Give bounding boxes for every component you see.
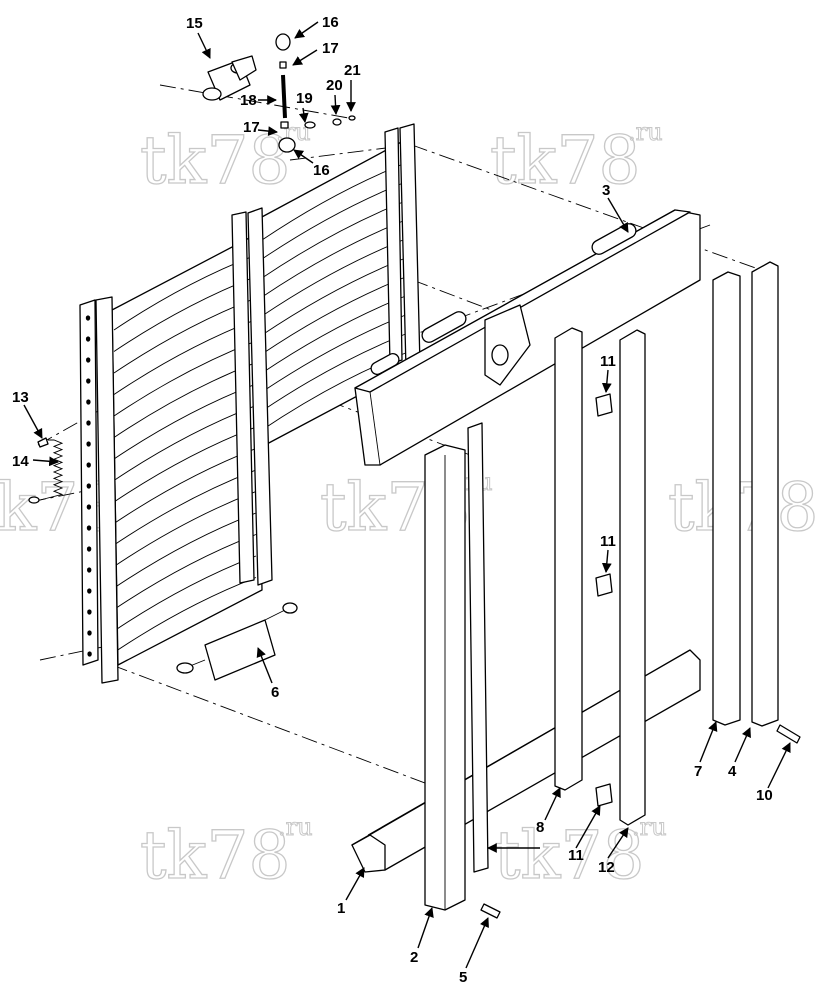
post-7	[712, 271, 741, 726]
svg-text:.ru: .ru	[278, 813, 313, 841]
post-12	[619, 329, 646, 826]
callout-7: 7	[694, 763, 702, 780]
callout-21: 21	[344, 62, 361, 79]
nut-17-bottom	[280, 121, 289, 129]
nut-17-top	[279, 61, 287, 69]
callout-arrows	[23, 21, 791, 969]
callout-11-lower: 11	[568, 847, 584, 864]
center-divider-flange	[231, 211, 255, 584]
watermark-bottom-left: tk78 .ru	[139, 813, 313, 895]
linkage-assembly	[202, 33, 356, 153]
post-4	[751, 261, 779, 727]
right-end-flange	[384, 127, 403, 365]
callout-11-middle: 11	[600, 533, 616, 550]
callout-12: 12	[598, 859, 615, 876]
bolts	[480, 724, 801, 919]
callout-16-bottom: 16	[313, 162, 330, 179]
washer-20	[332, 118, 342, 126]
callout-17-bottom: 17	[243, 119, 260, 136]
rod-end-16-top	[275, 33, 291, 51]
pin-13	[37, 437, 49, 448]
pin-21	[348, 115, 356, 121]
bolt-10	[776, 724, 801, 744]
callout-14: 14	[12, 453, 29, 470]
side-posts	[554, 327, 646, 826]
callout-20: 20	[326, 77, 343, 94]
svg-text:tk78: tk78	[140, 122, 291, 199]
callout-labels: 15 16 17 18 19 20 21 17 16 3 13 14 6 11 …	[12, 14, 773, 986]
callout-13: 13	[12, 389, 29, 406]
left-end-plate	[79, 299, 99, 666]
callout-11-upper: 11	[600, 353, 616, 370]
callout-1: 1	[337, 900, 345, 917]
callout-3: 3	[602, 182, 610, 199]
callout-4: 4	[728, 763, 737, 780]
callout-17-top: 17	[322, 40, 339, 57]
clips-11	[595, 393, 613, 807]
left-rail-holes	[85, 315, 92, 657]
watermark-mid-right: tk78	[667, 468, 819, 546]
rod-end-16-bottom	[278, 137, 296, 153]
watermark-top-left: tk78 .ru	[139, 118, 311, 200]
actuator-fitting	[202, 87, 222, 101]
svg-text:tk78: tk78	[490, 122, 641, 199]
watermark-bottom-right: tk78 .ru	[493, 813, 667, 895]
front-post-2	[424, 422, 489, 911]
left-pivot-rail	[95, 296, 119, 684]
threaded-rod-18	[281, 74, 287, 119]
callout-6: 6	[271, 684, 279, 701]
spring-hook	[28, 496, 40, 504]
post-8	[554, 327, 583, 791]
watermark-mid-center: tk78 .ru	[319, 468, 493, 547]
spring-14	[39, 439, 64, 501]
callout-8: 8	[536, 819, 544, 836]
callout-18: 18	[240, 92, 257, 109]
center-divider-rail	[247, 207, 273, 586]
callout-5: 5	[459, 969, 467, 986]
callout-15: 15	[186, 15, 203, 32]
svg-text:.ru: .ru	[628, 118, 663, 146]
svg-text:tk78: tk78	[668, 469, 819, 546]
callout-10: 10	[756, 787, 773, 804]
spring-assembly	[28, 437, 64, 504]
post-flange	[467, 422, 489, 873]
svg-text:tk78: tk78	[140, 817, 291, 894]
callout-19: 19	[296, 90, 313, 107]
watermark-top-right: tk78 .ru	[489, 118, 663, 200]
callout-2: 2	[410, 949, 418, 966]
rear-posts	[712, 261, 779, 727]
callout-16-top: 16	[322, 14, 339, 31]
damper-link-6	[176, 602, 298, 681]
bolt-5	[480, 903, 501, 919]
center-bracket	[484, 304, 531, 386]
louver-panel-assembly	[79, 123, 421, 684]
pivot-pin-19	[304, 121, 316, 129]
